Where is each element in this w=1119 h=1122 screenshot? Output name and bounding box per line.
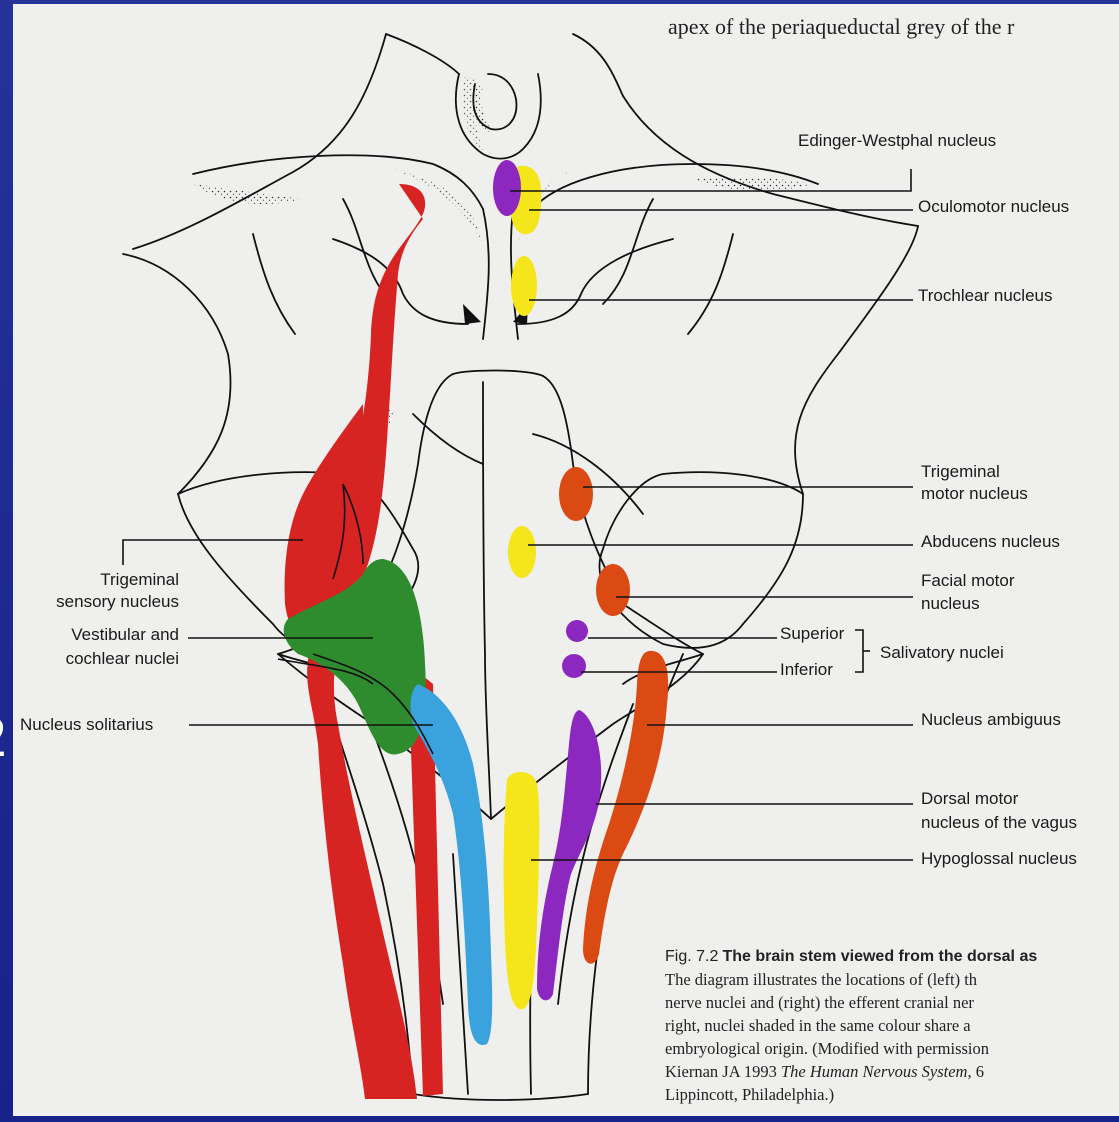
caption-fig-number: Fig. 7.2 (665, 948, 718, 965)
label-trigeminal-sensory-1: Trigeminal (53, 569, 179, 591)
caption-line-1: The diagram illustrates the locations of… (665, 968, 1119, 991)
label-hypoglossal: Hypoglossal nucleus (921, 848, 1077, 870)
label-oculomotor: Oculomotor nucleus (918, 196, 1069, 218)
label-facial-motor-1: Facial motor (921, 570, 1015, 592)
figure-panel: apex of the periaqueductal grey of the r… (13, 4, 1119, 1116)
label-vestibular-2: cochlear nuclei (29, 648, 179, 670)
label-trigeminal-sensory-2: sensory nucleus (29, 591, 179, 613)
caption-line-3: right, nuclei shaded in the same colour … (665, 1014, 1119, 1037)
caption-line-2: nerve nuclei and (right) the efferent cr… (665, 991, 1119, 1014)
yellow-nuclei (504, 166, 542, 1009)
caption-line-5-prefix: Kiernan JA 1993 (665, 1062, 781, 1081)
caption-line-4: embryological origin. (Modified with per… (665, 1037, 1119, 1060)
label-edinger-westphal: Edinger-Westphal nucleus (798, 130, 996, 152)
label-trigeminal-motor-2: motor nucleus (921, 483, 1028, 505)
caption-book-title: The Human Nervous System (781, 1062, 968, 1081)
label-abducens: Abducens nucleus (921, 531, 1060, 553)
caption-line-6: Lippincott, Philadelphia.) (665, 1083, 1119, 1106)
slide-number-fragment: 2 (0, 702, 13, 772)
figure-caption: Fig. 7.2 The brain stem viewed from the … (665, 944, 1119, 1106)
label-superior: Superior (780, 623, 844, 645)
top-text-fragment: apex of the periaqueductal grey of the r (668, 14, 1014, 40)
label-dorsal-motor-1: Dorsal motor (921, 788, 1018, 810)
caption-title: The brain stem viewed from the dorsal as (722, 948, 1037, 965)
label-facial-motor-2: nucleus (921, 593, 980, 615)
label-salivatory: Salivatory nuclei (880, 642, 1004, 664)
label-nucleus-ambiguus: Nucleus ambiguus (921, 709, 1061, 731)
label-dorsal-motor-2: nucleus of the vagus (921, 812, 1077, 834)
label-trochlear: Trochlear nucleus (918, 285, 1053, 307)
triangle-marker-left (463, 304, 481, 324)
label-trigeminal-motor-1: Trigeminal (921, 461, 1000, 483)
label-nucleus-solitarius: Nucleus solitarius (20, 714, 153, 736)
caption-line-5-suffix: , 6 (967, 1062, 984, 1081)
label-inferior: Inferior (780, 659, 833, 681)
label-vestibular-1: Vestibular and (29, 624, 179, 646)
stippled-areas (193, 76, 813, 504)
